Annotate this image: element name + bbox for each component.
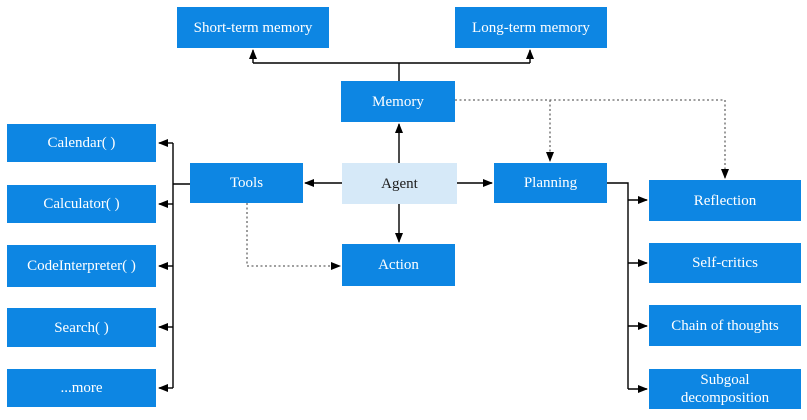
node-label: Action: [378, 257, 419, 273]
connector-tools-to-action-dotted: [246, 203, 341, 270]
node-search: Search( ): [7, 308, 156, 347]
node-label: Search( ): [54, 319, 109, 336]
node-label: Short-term memory: [193, 19, 313, 36]
node-action: Action: [342, 244, 455, 286]
node-subgoal-decomposition: Subgoal decomposition: [649, 369, 801, 409]
connector-tools-to-tool-list: [158, 139, 190, 392]
node-chain-of-thoughts: Chain of thoughts: [649, 305, 801, 346]
node-label: ...more: [60, 380, 103, 396]
node-label: Agent: [381, 175, 418, 192]
node-label: Calculator( ): [43, 196, 120, 212]
node-more: ...more: [7, 369, 156, 407]
node-label: CodeInterpreter( ): [27, 258, 136, 274]
node-short-term-memory: Short-term memory: [177, 7, 329, 48]
node-long-term-memory: Long-term memory: [455, 7, 607, 48]
node-agent: Agent: [342, 163, 457, 204]
node-planning: Planning: [494, 163, 607, 203]
node-code-interpreter: CodeInterpreter( ): [7, 245, 156, 287]
connector-memory-to-term-memories: [249, 49, 534, 81]
node-label: Long-term memory: [472, 19, 590, 36]
node-calendar: Calendar( ): [7, 124, 156, 162]
node-tools: Tools: [190, 163, 303, 203]
connector-planning-to-techniques: [607, 182, 648, 393]
node-label: Chain of thoughts: [671, 317, 779, 334]
node-label: Planning: [523, 175, 578, 191]
node-label: Calendar( ): [47, 135, 116, 151]
connector-memory-dotted: [455, 99, 729, 179]
node-self-critics: Self-critics: [649, 243, 801, 283]
node-label: Self-critics: [692, 255, 758, 271]
node-memory: Memory: [341, 81, 455, 122]
node-reflection: Reflection: [649, 180, 801, 221]
node-label: Tools: [229, 175, 264, 191]
node-label: Memory: [372, 93, 424, 110]
node-label: Reflection: [693, 192, 757, 209]
node-label: Subgoal decomposition: [680, 372, 770, 406]
connector-agent-spokes: [304, 123, 493, 243]
node-calculator: Calculator( ): [7, 185, 156, 223]
